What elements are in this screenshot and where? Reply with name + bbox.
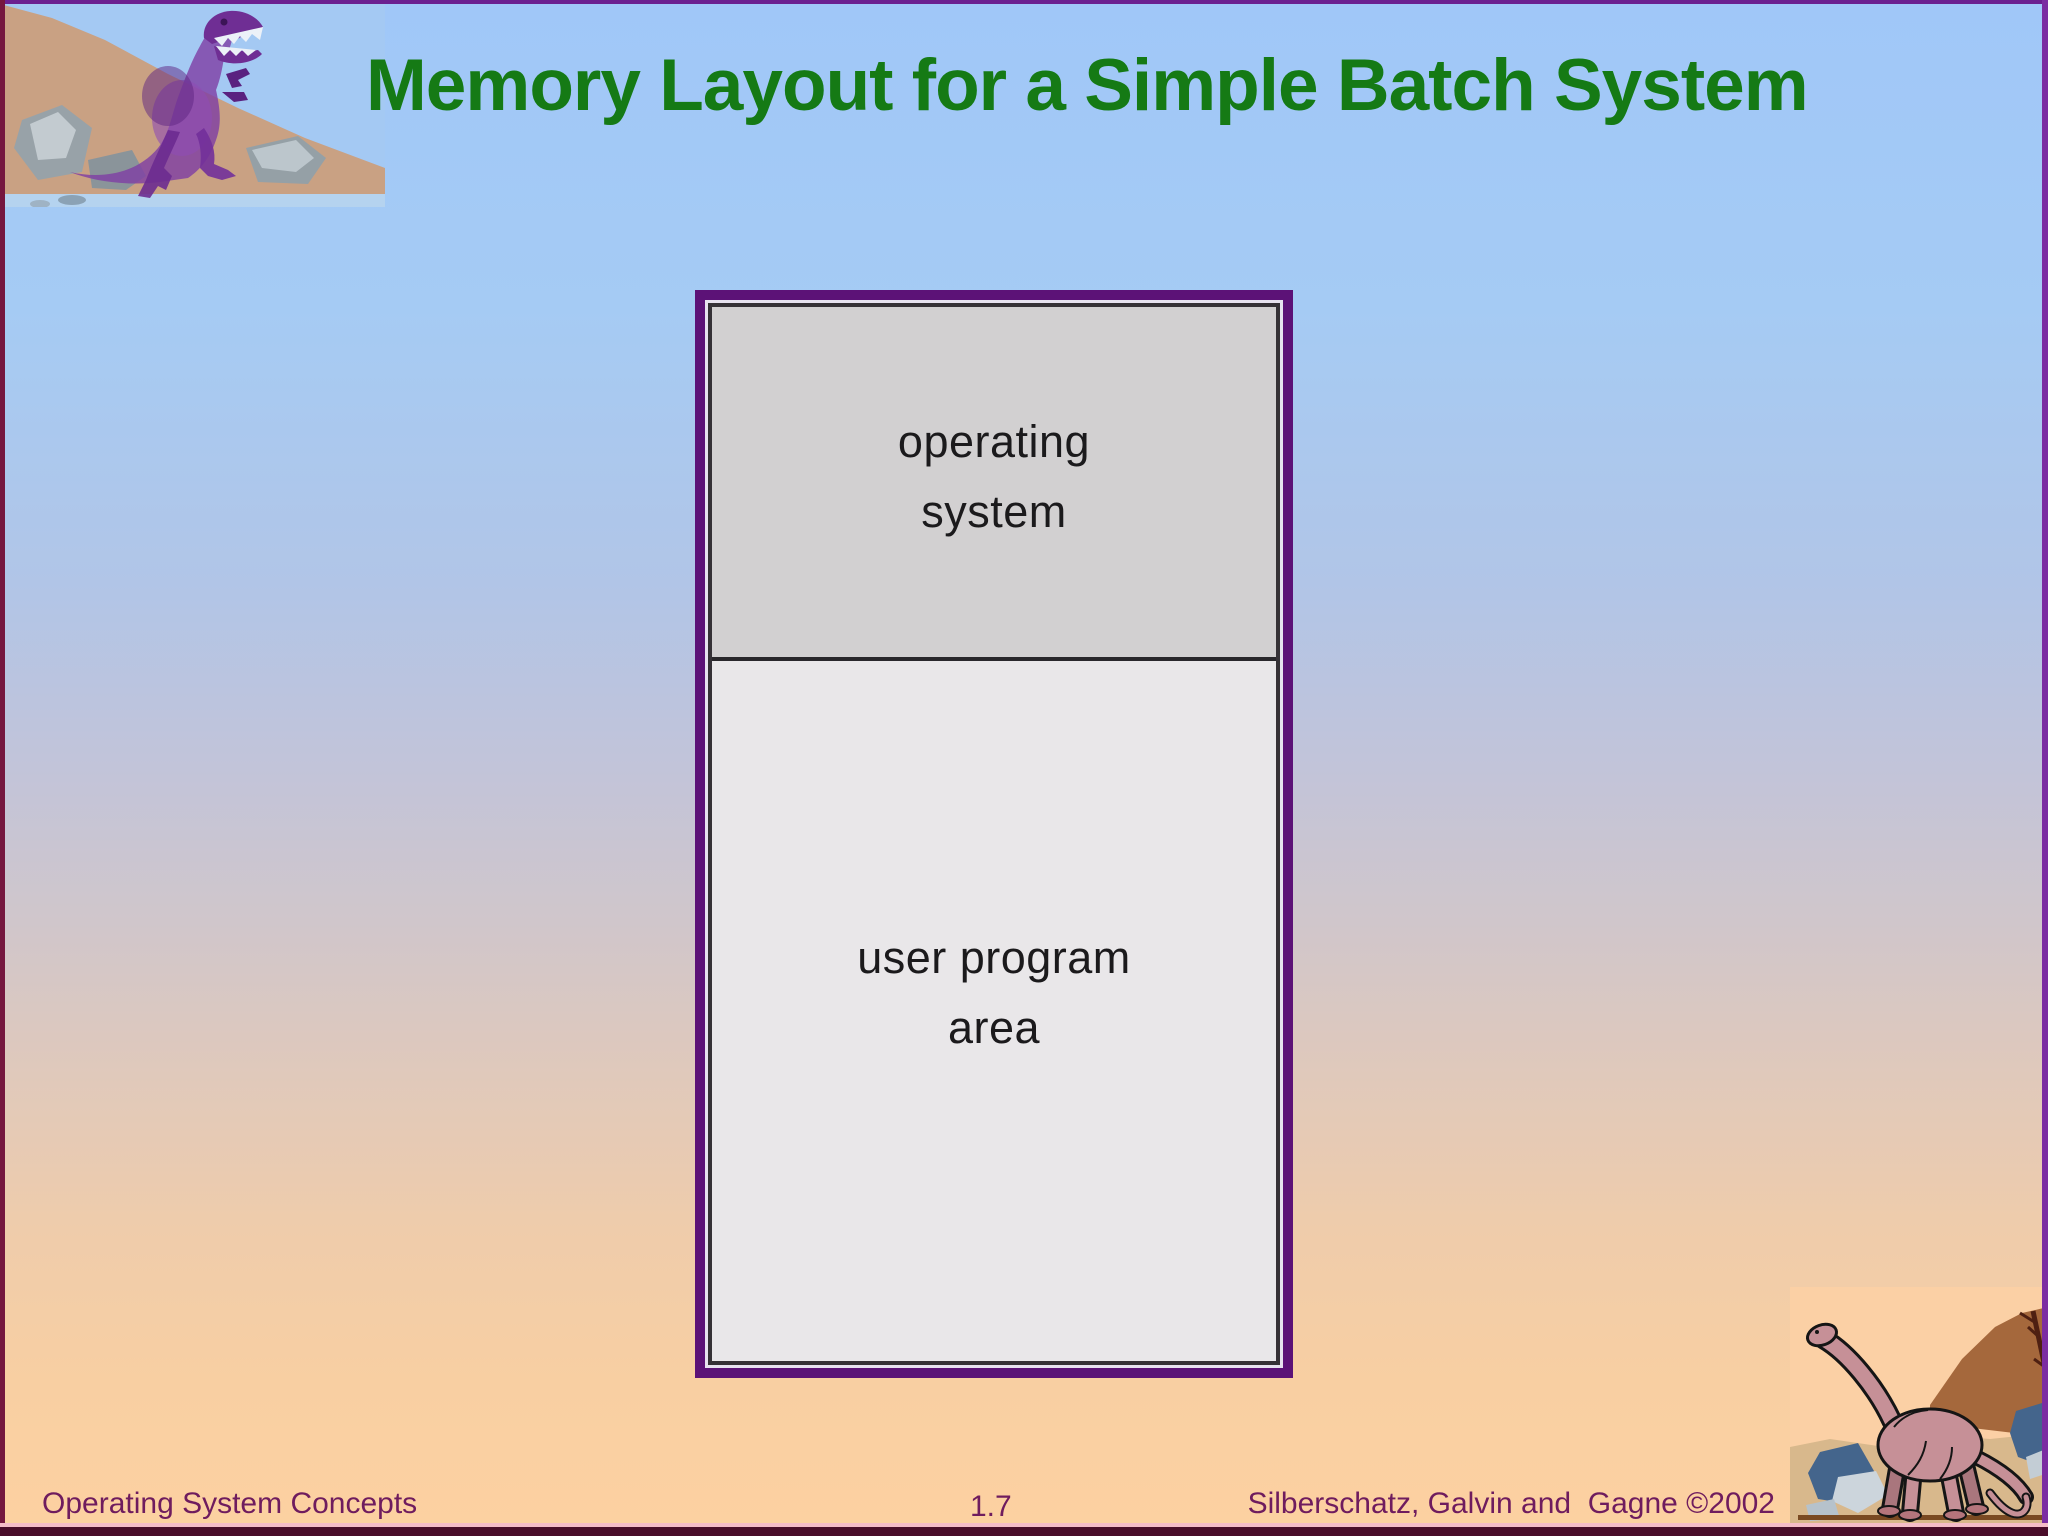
section-divider [712, 657, 1276, 661]
os-label-line2: system [921, 486, 1067, 537]
user-program-area-label: user program area [857, 923, 1131, 1063]
memory-diagram: operating system user program area [695, 290, 1293, 1378]
operating-system-label: operating system [898, 407, 1090, 547]
operating-system-section: operating system [712, 307, 1276, 657]
slide-border-left [0, 0, 5, 1536]
os-label-line1: operating [897, 416, 1091, 467]
user-label-line2: area [947, 1002, 1041, 1053]
page-number: 1.7 [970, 1490, 1012, 1523]
slide-border-top [0, 0, 2048, 4]
memory-diagram-inner: operating system user program area [708, 303, 1280, 1365]
footer-authors: Silberschatz, Galvin and Gagne ©2002 [1247, 1487, 1775, 1520]
sauropod-figure [1805, 1322, 2034, 1522]
memory-diagram-frame: operating system user program area [705, 300, 1283, 1368]
sauropod-illustration [1790, 1287, 2048, 1523]
slide-border-right [2042, 0, 2048, 1536]
footer-book-title: Operating System Concepts [42, 1487, 418, 1520]
slide-bottom-accent [0, 1523, 2048, 1527]
user-program-area-section: user program area [712, 661, 1276, 1361]
page-title: Memory Layout for a Simple Batch System [366, 45, 1809, 126]
user-label-line1: user program [857, 932, 1131, 983]
trex-illustration [0, 0, 385, 207]
slide-bottom-bar [0, 1527, 2048, 1536]
trex-figure [70, 10, 263, 198]
